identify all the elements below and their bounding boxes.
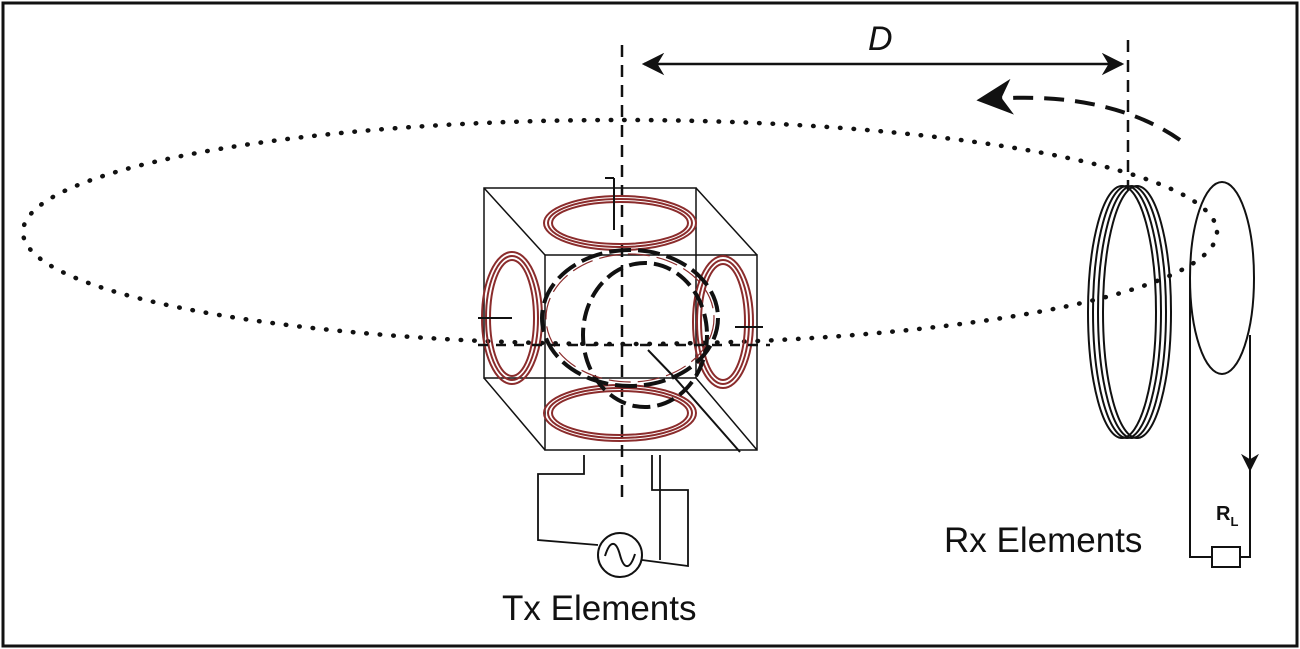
rx-label: Rx Elements [944,521,1142,560]
rx-coil-stack [1087,185,1172,439]
rx-load-loop [1189,181,1255,558]
tx-coil-front [540,248,720,388]
tx-coil-front-inner [545,253,715,383]
tx-feed-lines [537,455,689,568]
tx-label: Tx Elements [502,589,697,628]
ac-source-icon [597,532,643,578]
tx-coil-top [543,195,697,251]
curved-arrow-icon [976,78,1182,142]
cube-axis-ticks [478,177,763,453]
load-label: RL [1216,503,1238,529]
tx-coil-back [581,261,709,409]
resistor-icon [1211,546,1241,568]
tx-coil-bottom [543,384,697,442]
orbit-path [20,117,1220,347]
distance-label: D [868,20,893,58]
tx-coil-right [692,255,754,389]
